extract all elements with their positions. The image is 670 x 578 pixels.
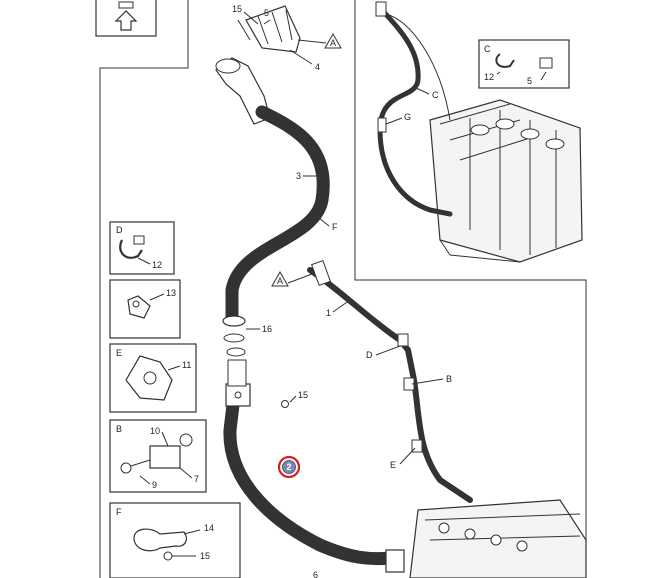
inset-b-letter: B xyxy=(116,424,122,434)
callout-b: B xyxy=(446,374,452,384)
inset-b-num-7: 7 xyxy=(194,474,199,484)
callout-g: G xyxy=(404,112,411,122)
callout-16: 16 xyxy=(262,324,272,334)
inset-b: B 10 9 7 xyxy=(109,419,207,493)
callout-5-top: 5 xyxy=(264,8,269,18)
bolt-15 xyxy=(281,400,289,408)
leader-lines xyxy=(243,11,444,465)
view-arrow-box xyxy=(95,0,157,37)
hose-bracket xyxy=(237,5,301,53)
frame-lines xyxy=(99,0,587,578)
inset-c-num-5: 5 xyxy=(527,76,532,86)
callout-d: D xyxy=(366,350,373,360)
callout-2: 2 xyxy=(286,462,291,472)
inset-b-num-9: 9 xyxy=(152,480,157,490)
inset-d: D 12 xyxy=(109,221,175,275)
fuel-rail xyxy=(409,499,587,578)
up-arrow-icon xyxy=(114,10,138,31)
inset-c-num-12: 12 xyxy=(484,72,494,82)
callout-1: 1 xyxy=(326,308,331,318)
inset-f-num-15: 15 xyxy=(200,551,210,561)
callout-e: E xyxy=(390,460,396,470)
inset-c-letter: C xyxy=(484,44,491,54)
clamp-16 xyxy=(222,315,246,357)
inset-13-num: 13 xyxy=(166,288,176,298)
callout-a-mid: A xyxy=(277,276,283,286)
callout-4: 4 xyxy=(315,62,320,72)
lower-hose xyxy=(223,373,397,566)
warning-triangle-icon xyxy=(324,32,342,49)
inset-e-num-11: 11 xyxy=(182,360,191,370)
callout-f: F xyxy=(332,222,338,232)
inset-e-letter: E xyxy=(116,348,122,358)
inset-f-letter: F xyxy=(116,507,122,517)
callout-3: 3 xyxy=(296,171,301,181)
callout-a-top: A xyxy=(330,38,336,48)
inset-b-num-10: 10 xyxy=(150,426,160,436)
inset-f-num-14: 14 xyxy=(204,523,214,533)
inset-d-num-12: 12 xyxy=(152,260,162,270)
inset-e: E 11 xyxy=(109,343,197,413)
inset-13: 13 xyxy=(109,279,181,339)
highlighted-callout-2[interactable]: 2 xyxy=(277,455,301,479)
warning-triangle-icon xyxy=(271,270,289,287)
mount-bracket xyxy=(225,359,251,407)
inset-c xyxy=(478,39,570,89)
inset-d-letter: D xyxy=(116,225,123,235)
callout-6: 6 xyxy=(313,570,318,578)
engine-block xyxy=(429,99,583,263)
callout-c: C xyxy=(432,90,439,100)
callout-15-mid: 15 xyxy=(298,390,308,400)
inset-f: F 14 15 xyxy=(109,502,241,578)
callout-15-top: 15 xyxy=(232,4,242,14)
